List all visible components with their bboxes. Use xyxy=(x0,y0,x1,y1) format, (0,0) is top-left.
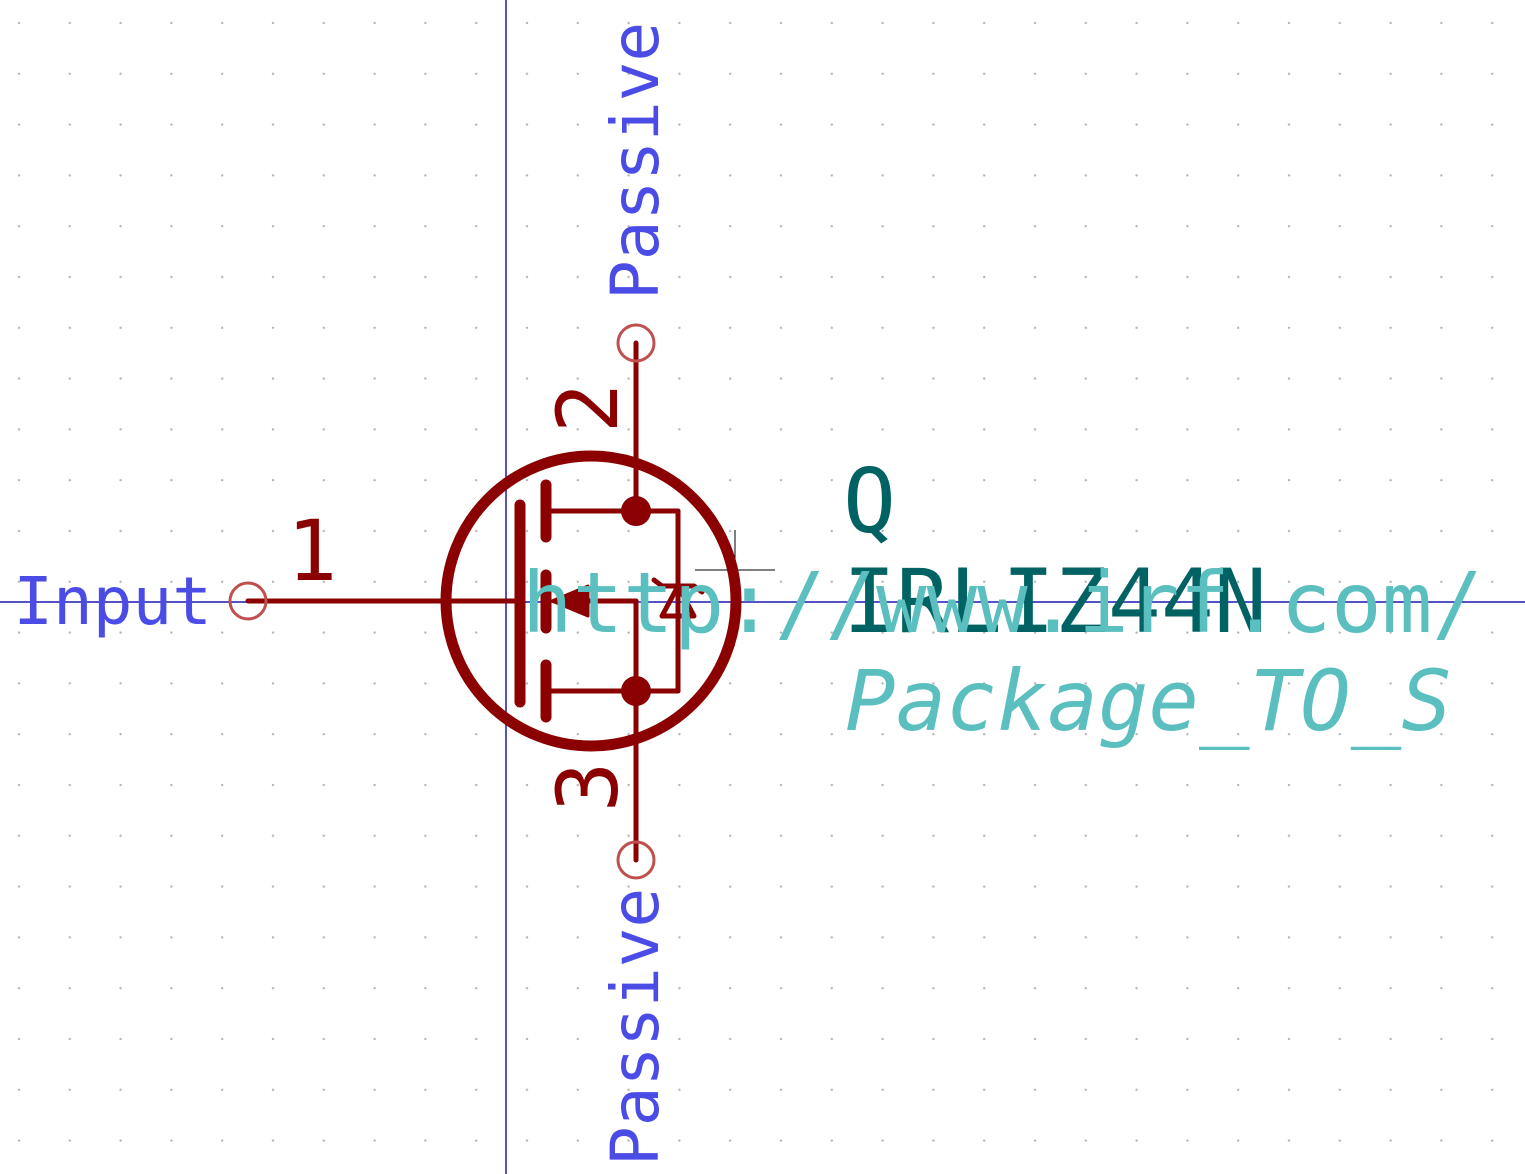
drain-junction-dot xyxy=(621,496,651,526)
pin-2-end-marker[interactable] xyxy=(616,323,656,363)
body-arrow xyxy=(550,584,590,618)
diode-bar xyxy=(651,577,705,595)
pin-3-number: 3 xyxy=(539,762,637,813)
pin-3-end-marker[interactable] xyxy=(616,840,656,880)
pin-1-type-label: Input xyxy=(13,563,212,640)
footprint-field[interactable]: Package_TO_S xyxy=(845,652,1452,750)
pin-2-type-label: Passive xyxy=(597,22,674,300)
value-field[interactable]: IRLIZ44N xyxy=(843,550,1267,653)
reference-designator[interactable]: Q xyxy=(843,450,896,553)
pin-1-number: 1 xyxy=(287,502,338,600)
mosfet-symbol[interactable] xyxy=(245,340,742,863)
datasheet-field[interactable]: http://www.irf.com/ xyxy=(522,554,1483,652)
pin-3-type-label: Passive xyxy=(597,888,674,1166)
source-junction-dot xyxy=(621,676,651,706)
diode-triangle xyxy=(659,583,697,619)
pin-2-number: 2 xyxy=(539,383,637,434)
pin-1-end-marker[interactable] xyxy=(228,581,268,621)
